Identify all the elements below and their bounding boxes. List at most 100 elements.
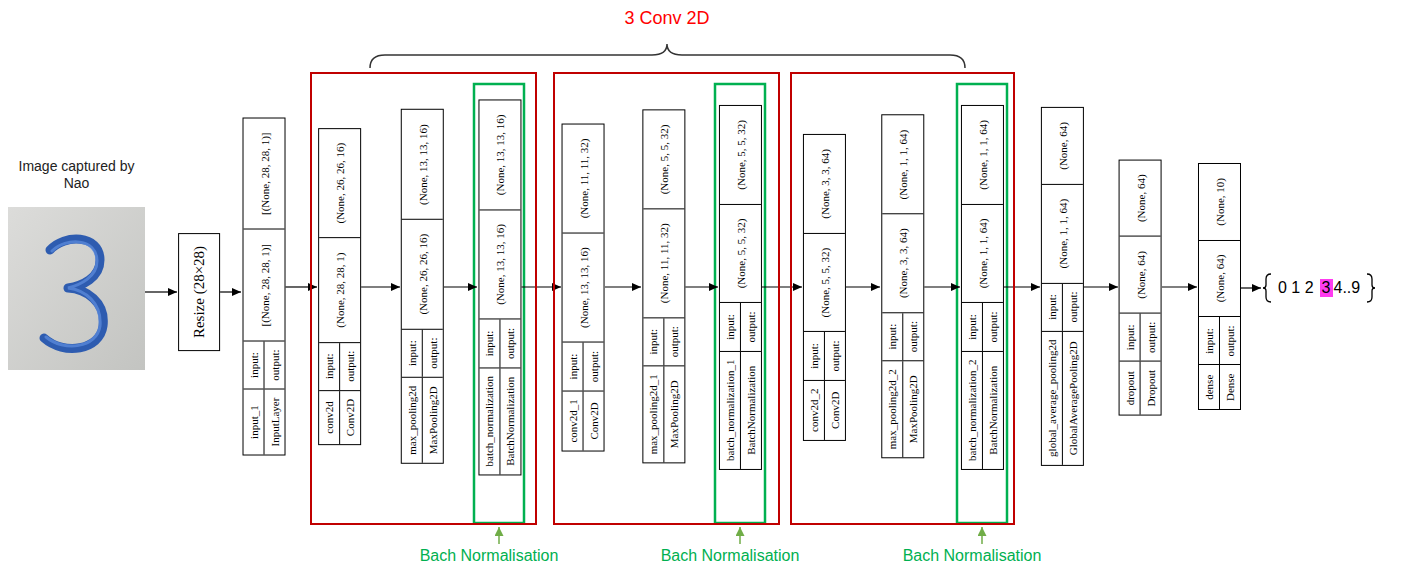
io-label: output:: [1067, 292, 1079, 323]
image-caption: Image captured by Nao: [8, 158, 145, 192]
brace-path: [1263, 274, 1271, 302]
io-row: input:: [1120, 313, 1140, 360]
io-label: input:: [323, 354, 335, 380]
io-label: input:: [1203, 329, 1215, 355]
io-label: input:: [724, 314, 736, 340]
io-row: input:: [563, 342, 583, 389]
io-row: output:: [740, 303, 761, 350]
shape-cell: (None, 1, 1, 64): [962, 204, 1003, 303]
layer-group: conv2dConv2Dinput:output:(None, 28, 28, …: [310, 72, 537, 525]
layer-node: conv2dConv2Dinput:output:(None, 28, 28, …: [318, 128, 361, 445]
name-cell: max_pooling2d_1MaxPooling2D: [643, 367, 684, 463]
io-row: input:: [402, 330, 422, 377]
curly-brace: [1366, 273, 1376, 303]
shape-cell: (None, 5, 5, 32): [643, 111, 684, 210]
layer-node: max_pooling2dMaxPooling2Dinput:output:(N…: [401, 110, 444, 465]
io-label: output:: [344, 351, 356, 382]
shape-cell: (None, 13, 13, 16): [479, 100, 520, 210]
io-row: output:: [1062, 284, 1083, 331]
flow-arrow: [846, 286, 880, 287]
flow-arrow: [145, 291, 177, 292]
layer-class: BatchNormalization: [987, 365, 999, 454]
photo: [8, 207, 145, 370]
shape-cell: (None, 13, 13, 16): [563, 233, 604, 343]
layer-table: input_1 InputLayerinput: output: [(None, 28…: [242, 118, 285, 456]
io-cell: input: output:: [720, 303, 761, 351]
io-row: input:: [243, 342, 263, 389]
shape-cell: (None, 13, 13, 16): [479, 210, 520, 320]
shape-cell: (None, 64): [1199, 241, 1240, 318]
tensor-shape: (None, 5, 5, 32): [735, 120, 747, 190]
layer-class: Conv2D: [588, 402, 600, 439]
shape-cell: (None, 3, 3, 64): [882, 215, 923, 314]
layer-name: batch_normalization: [483, 376, 495, 466]
io-cell: input: output:: [243, 342, 284, 390]
tensor-shape: (None, 5, 5, 32): [735, 218, 747, 288]
leader-arrow: [981, 527, 983, 544]
layer-node: max_pooling2d_2MaxPooling2Dinput:output:…: [881, 115, 924, 459]
handwritten-digit-highlight: [46, 242, 100, 346]
tensor-shape: (None, 1, 1, 64): [977, 218, 989, 288]
io-row: input:: [804, 332, 824, 379]
tensor-shape: (None, 13, 13, 16): [417, 125, 429, 206]
tensor-shape: (None, 3, 3, 64): [819, 149, 831, 219]
io-label: output:: [907, 322, 919, 353]
io-cell: input: output:: [479, 319, 520, 367]
layer-table: max_pooling2d_2MaxPooling2Dinput:output:…: [881, 115, 924, 459]
name-row: max_pooling2d_2: [882, 362, 902, 458]
io-row: output:: [902, 314, 923, 361]
io-row: input:: [643, 319, 663, 366]
flow-arrow: [444, 286, 477, 287]
tensor-shape: (None, 26, 26, 16): [417, 234, 429, 315]
io-label: input:: [483, 330, 495, 356]
io-cell: input:output:: [1199, 318, 1240, 366]
highlight-box: [957, 84, 1007, 523]
photo-ground: [8, 207, 145, 370]
shape-cell: (None, 1, 1, 64): [962, 106, 1003, 205]
flow-arrow: [220, 291, 241, 292]
step-label: Resize (28×28): [191, 246, 207, 338]
flow-arrow: [521, 286, 561, 287]
tensor-shape: (None, 13, 13, 16): [494, 114, 506, 195]
layer-table: batch_normalization_2BatchNormalizationi…: [961, 105, 1004, 470]
tensor-shape: (None, 10): [1214, 178, 1226, 226]
output-set: 0 1 234..9: [1262, 273, 1376, 303]
name-row: conv2d_2: [804, 380, 824, 439]
name-cell: conv2dConv2D: [319, 391, 360, 444]
shape-cell: (None, 11, 11, 32): [643, 210, 684, 319]
layer-name: batch_normalization_2: [966, 359, 978, 460]
shape-cell: (None, 3, 3, 64): [804, 135, 845, 234]
io-row: output:: [982, 303, 1003, 350]
io-cell: input: output:: [319, 343, 360, 391]
io-row: input:: [882, 314, 902, 361]
layer-group: conv2d_2Conv2Dinput:output:(None, 5, 5, …: [790, 72, 1015, 525]
layer-name: batch_normalization_1: [724, 359, 736, 460]
io-label: output:: [268, 350, 280, 381]
io-cell: input: output:: [882, 314, 923, 362]
layer-group: conv2d_1Conv2Dinput:output:(None, 13, 13…: [553, 72, 780, 525]
layer-node: max_pooling2d_1MaxPooling2Dinput:output:…: [642, 110, 685, 464]
layer-class: Conv2D: [344, 399, 356, 436]
layer-node: conv2d_1 Conv2D input:output:(None, 13, 13…: [562, 123, 605, 451]
shape-cell: [(None, 28, 28, 1)]: [243, 230, 284, 341]
layer-table: dropoutDropoutinput:output:(None, 64)(No…: [1119, 159, 1162, 415]
layer-name: conv2d_1: [567, 399, 579, 442]
name-row: conv2d_1: [563, 391, 583, 450]
layer-node: conv2d_2Conv2Dinput:output:(None, 5, 5, …: [803, 134, 846, 441]
flow-arrow: [1162, 286, 1197, 287]
io-row: output:: [583, 342, 604, 389]
layer-name: input_1: [247, 406, 259, 440]
curly-brace: [1262, 273, 1272, 303]
class-row: InputLayer: [263, 390, 284, 455]
io-label: input:: [1124, 324, 1136, 350]
shape-cell: (None, 64): [1120, 160, 1161, 237]
layer-name: max_pooling2d_1: [647, 375, 659, 455]
io-row: output:: [499, 319, 520, 366]
tensor-shape: (None, 13, 13, 16): [494, 224, 506, 305]
tensor-shape: (None, 3, 3, 64): [897, 229, 909, 299]
name-cell: max_pooling2dMaxPooling2D: [402, 378, 443, 463]
layer-table: batch_normalizationBatchNormalizationinp…: [478, 99, 521, 475]
io-label: input:: [886, 324, 898, 350]
class-row: Conv2D: [583, 391, 604, 450]
tensor-shape: (None, 1, 1, 64): [897, 130, 909, 200]
